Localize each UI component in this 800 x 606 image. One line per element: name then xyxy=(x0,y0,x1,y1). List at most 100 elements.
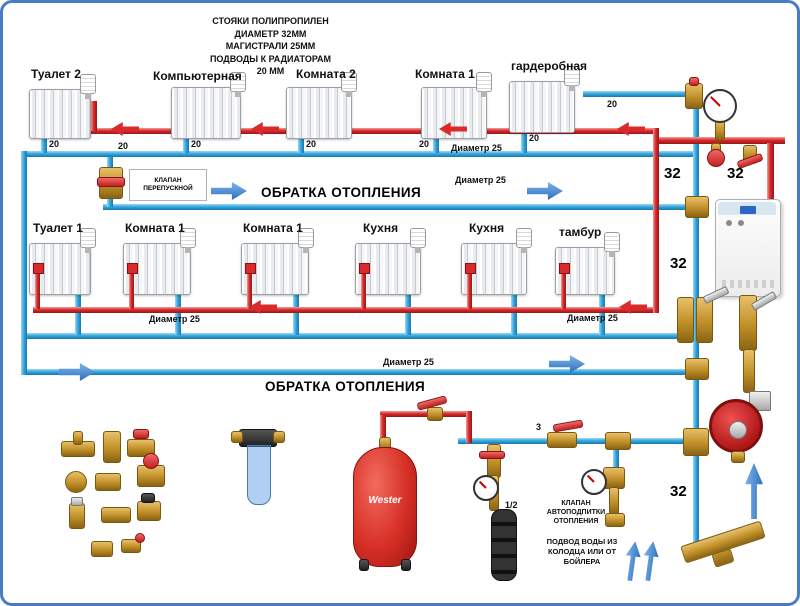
boiler-knob-icon xyxy=(738,220,744,226)
return-flow-arrow-icon xyxy=(527,182,563,200)
valve-handwheel-icon xyxy=(143,453,159,469)
pipe-size-label: 20 xyxy=(118,141,129,151)
elbow-fitting-icon xyxy=(95,473,121,491)
pipe-stub-icon xyxy=(73,431,83,445)
radiator-drop xyxy=(599,291,605,335)
return-main-bottom xyxy=(21,369,699,375)
pump-port-icon xyxy=(731,451,745,463)
pipe-union-icon xyxy=(605,513,625,527)
tank-brand-label: Wester xyxy=(368,495,402,506)
water-inlet-arrow-icon xyxy=(640,540,660,582)
pressure-gauge-icon xyxy=(703,89,737,123)
air-vent-cap-icon xyxy=(689,77,699,86)
riser-size-label: 32 xyxy=(670,483,687,500)
tank-leg xyxy=(401,559,411,571)
supply-pipe-row1 xyxy=(91,128,657,134)
safety-valve-icon xyxy=(487,444,501,478)
radiator-label: Комната 1 xyxy=(125,221,185,235)
drain-valve-icon xyxy=(121,539,141,553)
riser-size-label: 32 xyxy=(664,165,681,182)
boiler-icon xyxy=(715,199,781,297)
circulation-pump-icon xyxy=(707,391,771,463)
thermostatic-valve-icon xyxy=(476,72,492,97)
water-source-label: ПОДВОД ВОДЫ ИЗ КОЛОДЦА ИЛИ ОТ БОЙЛЕРА xyxy=(546,537,618,566)
pipe-size-label: Диаметр 25 xyxy=(455,175,506,185)
thermostatic-valve-icon xyxy=(516,228,532,253)
valve-lever-icon xyxy=(479,451,505,459)
riser-size-label: 32 xyxy=(670,255,687,272)
radiator-drop xyxy=(298,135,304,153)
pipe-stub-icon xyxy=(609,487,619,515)
radiator-label: тамбур xyxy=(559,225,602,239)
pipe-size-label: 3 xyxy=(536,422,542,432)
elbow-fitting-icon xyxy=(91,541,113,557)
radiator-label: Туалет 1 xyxy=(33,221,83,235)
pipe-stub-icon xyxy=(743,349,755,393)
pipe-size-label: 20 xyxy=(49,139,60,149)
radiator-drop xyxy=(293,291,299,335)
radiator-drop xyxy=(511,291,517,335)
thermostatic-valve-icon xyxy=(180,228,196,253)
check-valve-icon xyxy=(103,431,121,463)
radiator-valve-icon xyxy=(33,263,44,274)
left-return-riser xyxy=(21,151,27,375)
tank-leg xyxy=(359,559,369,571)
filter-port-icon xyxy=(231,431,243,443)
filter-port-icon xyxy=(273,431,285,443)
well-pump-icon xyxy=(491,509,517,581)
boiler-feed-pipe xyxy=(458,438,699,444)
boiler-display-icon xyxy=(740,206,756,214)
expansion-tank-icon: Wester xyxy=(353,447,417,567)
pipe-size-label: 20 xyxy=(607,99,618,109)
return-pipe-row2 xyxy=(21,333,699,339)
radiator-label: Комната 2 xyxy=(296,67,356,81)
radiator-drop xyxy=(75,291,81,335)
ball-valve-icon xyxy=(547,432,577,448)
supply-stub xyxy=(247,271,252,309)
boiler-supply-stub xyxy=(767,143,774,201)
gauge-needle-icon xyxy=(710,96,721,107)
tank-vertical-pipe xyxy=(380,415,386,449)
ball-valve-icon xyxy=(696,297,713,343)
valve-wing-icon xyxy=(133,429,149,439)
brass-tee-icon xyxy=(605,432,631,450)
radiator-label: Кухня xyxy=(469,221,505,235)
pipe-size-label: 1/2 xyxy=(505,500,518,510)
radiator xyxy=(29,74,96,139)
riser-spec-note: СТОЯКИ ПОЛИПРОПИЛЕН ДИАМЕТР 32ММ МАГИСТР… xyxy=(209,16,332,77)
thermo-mixer-icon xyxy=(137,501,161,521)
supply-stub xyxy=(561,271,566,309)
radiator-drop xyxy=(521,129,527,153)
radiator-label: Туалет 2 xyxy=(31,67,81,81)
filter-bowl-icon xyxy=(247,445,271,505)
gauge-needle-icon xyxy=(478,480,487,489)
air-vent-icon xyxy=(69,503,85,529)
pressure-gauge-icon xyxy=(473,475,499,501)
brass-cross-icon xyxy=(101,507,131,523)
brass-tee-icon xyxy=(685,358,709,380)
return-flow-arrow-icon xyxy=(211,182,247,200)
return-pipe-row1 xyxy=(21,151,699,157)
mixer-cap-icon xyxy=(141,493,155,503)
thermostatic-valve-icon xyxy=(564,66,580,91)
supply-stub xyxy=(91,101,97,131)
thermostatic-valve-icon xyxy=(341,72,357,97)
flow-up-arrow-icon xyxy=(745,463,763,519)
bypass-valve-band-icon xyxy=(97,177,125,187)
pipe-union-icon xyxy=(683,428,709,456)
pipe-size-label: 20 xyxy=(191,139,202,149)
boiler-vent-grille xyxy=(722,280,774,288)
radiator-label: Комната 1 xyxy=(415,67,475,81)
radiator-drop xyxy=(405,291,411,335)
valve-handwheel-icon xyxy=(707,149,725,167)
ball-valve-icon xyxy=(127,439,155,457)
return-main-top xyxy=(103,204,699,210)
air-vent-icon xyxy=(685,83,703,109)
supply-stub xyxy=(35,271,40,309)
radiator-valve-icon xyxy=(465,263,476,274)
radiator-valve-icon xyxy=(127,263,138,274)
thermostatic-valve-icon xyxy=(80,228,96,253)
radiator-valve-icon xyxy=(245,263,256,274)
pipe-size-label: 20 xyxy=(419,139,430,149)
pipe-size-label: Диаметр 25 xyxy=(149,314,200,324)
